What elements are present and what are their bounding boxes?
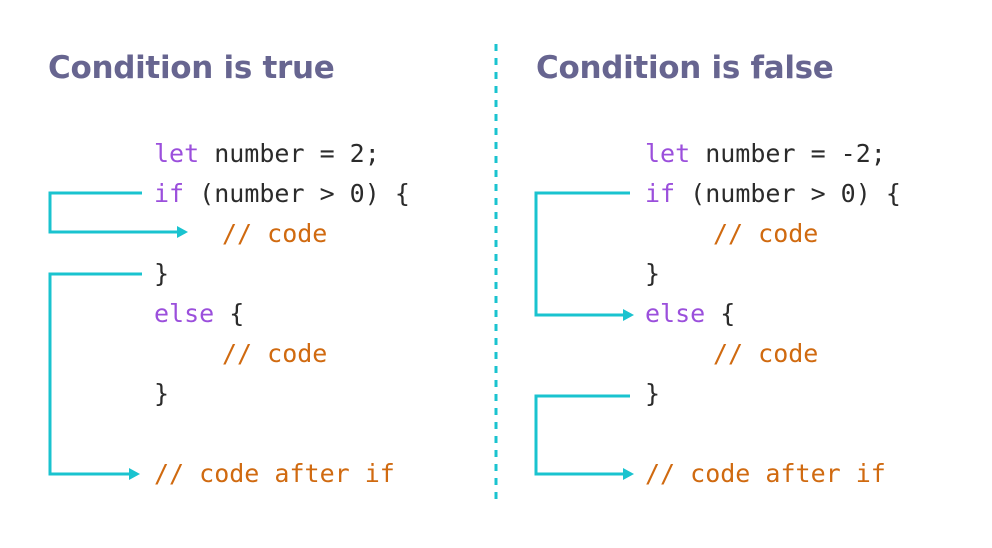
code-line-if-body: // code <box>222 219 328 248</box>
code-line-else: else { <box>645 294 735 334</box>
code-line-else-body: // code <box>713 339 819 368</box>
keyword-let: let <box>645 139 691 168</box>
code-text: (number > 0) { <box>184 179 410 208</box>
code-text: (number > 0) { <box>675 179 901 208</box>
code-line-if-body: // code <box>713 219 819 248</box>
code-text: { <box>214 299 245 328</box>
code-line-else-body: // code <box>222 339 328 368</box>
arrow-close-to-after <box>534 394 634 480</box>
code-line-if: if (number > 0) { <box>154 174 410 214</box>
panel-divider <box>494 44 498 504</box>
code-line-close-if: } <box>645 259 661 288</box>
arrow-close-to-after <box>48 272 142 480</box>
flow-arrows <box>48 191 188 480</box>
flow-arrows <box>534 191 634 480</box>
code-line-close-else: } <box>645 379 661 408</box>
code-line-close-else: } <box>154 379 170 408</box>
keyword-if: if <box>154 179 185 208</box>
code-line-let: let number = -2; <box>645 134 886 174</box>
panel-condition-true: Condition is true let number = 2; if (nu… <box>48 50 410 488</box>
arrow-if-to-else <box>534 191 634 321</box>
keyword-else: else <box>154 299 215 328</box>
keyword-let: let <box>154 139 200 168</box>
code-text: { <box>705 299 736 328</box>
code-line-after-if: // code after if <box>645 459 886 488</box>
keyword-if: if <box>645 179 676 208</box>
panel-title: Condition is false <box>536 50 834 86</box>
code-text: number = 2; <box>199 139 380 168</box>
code-line-else: else { <box>154 294 244 334</box>
code-line-close-if: } <box>154 259 170 288</box>
code-line-after-if: // code after if <box>154 459 395 488</box>
panel-title: Condition is true <box>48 50 335 86</box>
panel-condition-false: Condition is false let number = -2; if (… <box>496 0 992 548</box>
code-text: number = -2; <box>690 139 886 168</box>
code-line-let: let number = 2; <box>154 134 380 174</box>
arrow-if-to-body <box>48 191 188 238</box>
keyword-else: else <box>645 299 706 328</box>
code-line-if: if (number > 0) { <box>645 174 901 214</box>
